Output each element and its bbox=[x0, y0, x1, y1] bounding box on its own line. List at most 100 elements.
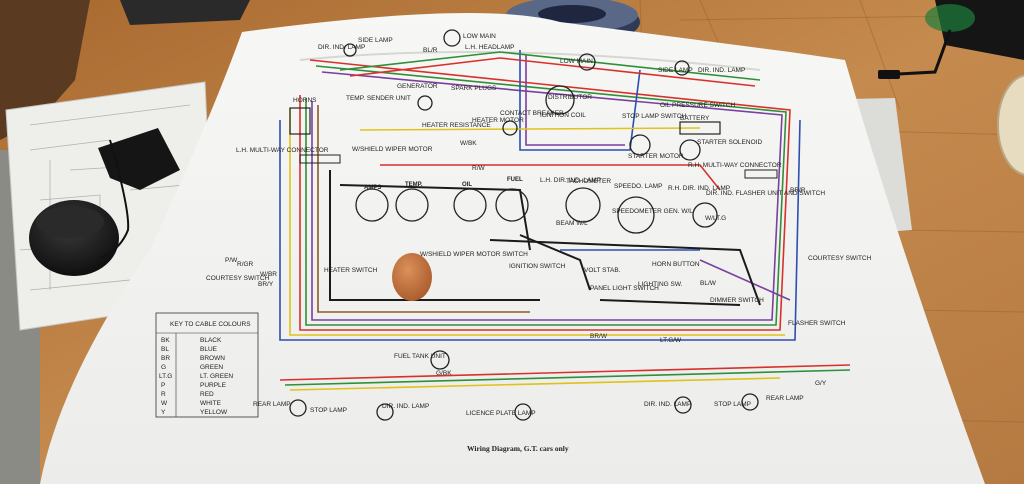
label-ignition-coil: IGNITION COIL bbox=[540, 112, 586, 119]
key-code: BK bbox=[161, 337, 170, 344]
label-beam-wl: BEAM W/L bbox=[556, 220, 588, 227]
wire-code: R/GR bbox=[237, 261, 254, 268]
wire-code: W/LT.G bbox=[705, 215, 726, 222]
black-cable bbox=[99, 139, 130, 259]
label-spark-plugs: SPARK PLUGS bbox=[451, 85, 497, 92]
wire-code: P/W bbox=[225, 257, 238, 264]
key-name: WHITE bbox=[200, 400, 222, 407]
label-rear-lamp-right: REAR LAMP bbox=[766, 395, 804, 402]
wire-code: G/Y bbox=[815, 380, 827, 387]
key-name: LT. GREEN bbox=[200, 373, 233, 380]
cable-colour-key: KEY TO CABLE COLOURS BK BLACK BL BLUE BR… bbox=[155, 312, 259, 418]
label-battery: BATTERY bbox=[680, 115, 710, 122]
egg bbox=[392, 253, 432, 301]
wire-code: BL/W bbox=[700, 280, 717, 287]
label-lh-connector: L.H. MULTI-WAY CONNECTOR bbox=[236, 147, 329, 154]
label-tachometer: TACHOMETER bbox=[566, 178, 611, 185]
label-horn-button: HORN BUTTON bbox=[652, 261, 700, 268]
label-dir-ind-lamp-fl: DIR. IND. LAMP bbox=[318, 44, 365, 51]
label-rh-connector: R.H. MULTI-WAY CONNECTOR bbox=[688, 162, 782, 169]
label-stop-lamp-switch: STOP LAMP SWITCH bbox=[622, 113, 687, 120]
label-heater-resistance: HEATER RESISTANCE bbox=[422, 122, 491, 129]
key-name: BROWN bbox=[200, 355, 225, 362]
label-rh-dir-ind-lamp: R.H. DIR. IND. LAMP bbox=[668, 185, 730, 192]
wire-code: LT.G/W bbox=[660, 337, 682, 344]
straw-hat bbox=[997, 74, 1024, 176]
wire-code: G/BK bbox=[436, 370, 452, 377]
key-title: KEY TO CABLE COLOURS bbox=[170, 321, 251, 328]
label-licence-plate-lamp: LICENCE PLATE LAMP bbox=[466, 410, 536, 417]
wire-code: R/W bbox=[472, 165, 486, 172]
key-code: W bbox=[161, 400, 168, 407]
key-name: BLACK bbox=[200, 337, 222, 344]
label-speedo-lamp: SPEEDO. LAMP bbox=[614, 183, 662, 190]
wire-code: BR/W bbox=[590, 333, 608, 340]
key-code: R bbox=[161, 391, 166, 398]
black-wires bbox=[329, 170, 761, 306]
label-amps: AMPS bbox=[364, 185, 381, 191]
label-lh-headlamp: L.H. HEADLAMP bbox=[465, 44, 515, 51]
label-stop-lamp-right: STOP LAMP bbox=[714, 401, 751, 408]
label-speedometer-gen: SPEEDOMETER GEN. W/L bbox=[612, 208, 693, 215]
chair-back bbox=[0, 0, 90, 140]
gauge-circles bbox=[289, 29, 759, 421]
label-contact-breaker: CONTACT BREAKER bbox=[500, 110, 564, 117]
label-flasher-switch: FLASHER SWITCH bbox=[788, 320, 846, 327]
key-name: YELLOW bbox=[200, 409, 228, 416]
label-dimmer-switch: DIMMER SWITCH bbox=[710, 297, 764, 304]
horns-symbol bbox=[289, 107, 311, 135]
label-heater-motor: HEATER MOTOR bbox=[472, 117, 524, 124]
phone bbox=[925, 0, 1024, 60]
label-heater-switch: HEATER SWITCH bbox=[324, 267, 378, 274]
label-generator: GENERATOR bbox=[397, 83, 438, 90]
label-starter-solenoid: STARTER SOLENOID bbox=[697, 139, 762, 146]
label-oil: OIL bbox=[462, 182, 472, 188]
wire-code: BR/Y bbox=[258, 281, 274, 288]
label-flasher-unit: DIR. IND. FLASHER UNIT AND SWITCH bbox=[706, 190, 825, 197]
key-name: GREEN bbox=[200, 364, 223, 371]
label-fuel: FUEL bbox=[507, 177, 523, 183]
wire-code: W/BK bbox=[460, 140, 477, 147]
label-lh-dir-ind-lamp: L.H. DIR. IND. LAMP bbox=[540, 177, 601, 184]
label-wshield-wiper-switch: W/SHIELD WIPER MOTOR SWITCH bbox=[420, 251, 528, 258]
diagram-paper bbox=[40, 13, 985, 484]
key-name: RED bbox=[200, 391, 214, 398]
key-code: P bbox=[161, 382, 165, 389]
lh-connector-block bbox=[299, 154, 341, 164]
label-side-lamp-fr: SIDE LAMP bbox=[658, 67, 693, 74]
label-temp-sender: TEMP. SENDER UNIT bbox=[346, 95, 411, 102]
label-side-lamp-fl: SIDE LAMP bbox=[358, 37, 393, 44]
label-temp: TEMP. bbox=[405, 182, 423, 188]
key-code: LT.G bbox=[159, 373, 172, 380]
label-dir-ind-lamp-rear-right: DIR. IND. LAMP bbox=[644, 401, 691, 408]
key-code: BL bbox=[161, 346, 169, 353]
label-low-main-right: LOW MAIN bbox=[560, 58, 593, 65]
label-wshield-wiper-motor: W/SHIELD WIPER MOTOR bbox=[352, 146, 433, 153]
label-panel-light-switch: PANEL LIGHT SWITCH bbox=[590, 285, 659, 292]
label-rear-lamp-left: REAR LAMP bbox=[253, 401, 291, 408]
label-dir-ind-lamp-rear-left: DIR. IND. LAMP bbox=[382, 403, 429, 410]
label-lighting-sw: LIGHTING SW. bbox=[638, 281, 683, 288]
label-low-main-left: LOW MAIN bbox=[463, 33, 496, 40]
paper-shadow-fold bbox=[299, 51, 761, 71]
key-code: Y bbox=[161, 409, 166, 416]
black-puck bbox=[29, 200, 119, 276]
label-starter-motor: STARTER MOTOR bbox=[628, 153, 684, 160]
dark-appliance bbox=[120, 0, 250, 25]
label-ignition-switch: IGNITION SWITCH bbox=[509, 263, 566, 270]
usb-cable bbox=[879, 29, 952, 77]
key-name: BLUE bbox=[200, 346, 218, 353]
battery-symbol bbox=[679, 121, 721, 135]
usb-plug bbox=[878, 70, 900, 79]
label-stop-lamp-left: STOP LAMP bbox=[310, 407, 347, 414]
label-volt-stab: VOLT STAB. bbox=[584, 267, 621, 274]
label-dir-ind-lamp-fr: DIR. IND. LAMP bbox=[698, 67, 745, 74]
label-horns: HORNS bbox=[293, 97, 317, 104]
label-distributor: DISTRIBUTOR bbox=[548, 94, 592, 101]
wire-harness bbox=[279, 50, 851, 391]
key-name: PURPLE bbox=[200, 382, 227, 389]
rh-connector-block bbox=[744, 169, 778, 179]
wire-code: BL/R bbox=[423, 47, 438, 54]
key-code: BR bbox=[161, 355, 170, 362]
